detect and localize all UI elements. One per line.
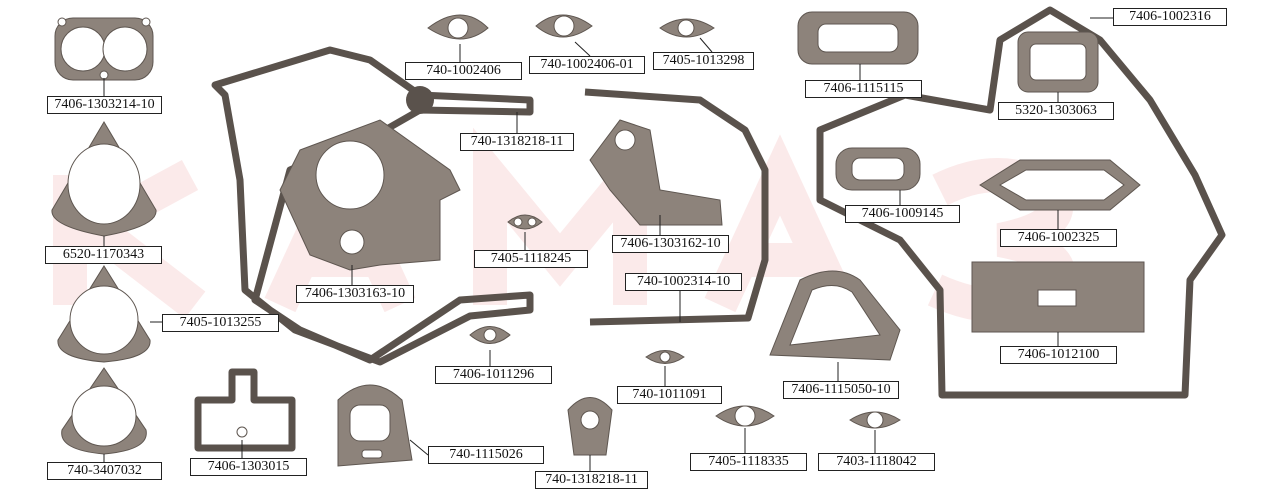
part-label: 740-1002406 (405, 62, 522, 80)
part-label: 7406-1303163-10 (296, 285, 414, 303)
leader-lines (103, 17, 1113, 471)
gasket-7406-1115115 (797, 11, 919, 65)
gasket-740-1115026 (337, 384, 413, 467)
part-label: 7405-1013298 (653, 52, 754, 70)
part-label: 7405-1118335 (690, 453, 807, 471)
part-label: 7406-1002325 (1000, 229, 1117, 247)
gasket-7405-1013298 (659, 18, 715, 38)
gasket-7406-1303214-10 (54, 17, 154, 81)
part-label: 7406-1115115 (805, 80, 922, 98)
part-label: 740-3407032 (47, 462, 162, 480)
part-label: 7403-1118042 (818, 453, 935, 471)
gasket-7406-1115050-10 (769, 270, 901, 361)
gasket-7405-1118335 (715, 405, 775, 427)
gasket-740-1318218-11-small (567, 397, 613, 456)
part-label: 740-1318218-11 (535, 471, 648, 489)
part-label: 740-1011091 (617, 386, 722, 404)
gasket-7405-1118245 (507, 214, 543, 230)
gasket-cover-right (816, 6, 1226, 399)
part-label: 6520-1170343 (45, 246, 162, 264)
gasket-740-1011091 (645, 350, 685, 364)
part-label: 740-1115026 (428, 446, 544, 464)
part-label: 7406-1115050-10 (783, 381, 899, 399)
part-label: 740-1318218-11 (460, 133, 574, 151)
part-label: 7406-1009145 (845, 205, 960, 223)
part-label: 7406-1303214-10 (47, 96, 162, 114)
part-label: 7406-1011296 (435, 366, 552, 384)
part-label: 7406-1002316 (1113, 8, 1227, 26)
gasket-7403-1118042 (849, 411, 901, 429)
gasket-cover-left (211, 46, 534, 366)
gasket-7406-1011296 (469, 326, 511, 344)
part-label: 7406-1303015 (190, 458, 307, 476)
gasket-7405-1013255 (57, 265, 151, 363)
gasket-cover-middle (584, 88, 769, 326)
gasket-7406-1303015 (194, 368, 296, 452)
part-label: 7406-1303162-10 (612, 235, 729, 253)
part-label: 7405-1013255 (162, 314, 279, 332)
gasket-740-3407032 (61, 367, 147, 455)
part-label: 7405-1118245 (474, 250, 588, 268)
part-label: 740-1002314-10 (625, 273, 742, 291)
gasket-740-1002406 (427, 14, 489, 40)
part-label: 5320-1303063 (998, 102, 1114, 120)
gasket-740-1002406-01 (535, 14, 593, 38)
part-label: 740-1002406-01 (529, 56, 645, 74)
gasket-6520-1170343 (51, 121, 157, 237)
part-label: 7406-1012100 (1000, 346, 1117, 364)
